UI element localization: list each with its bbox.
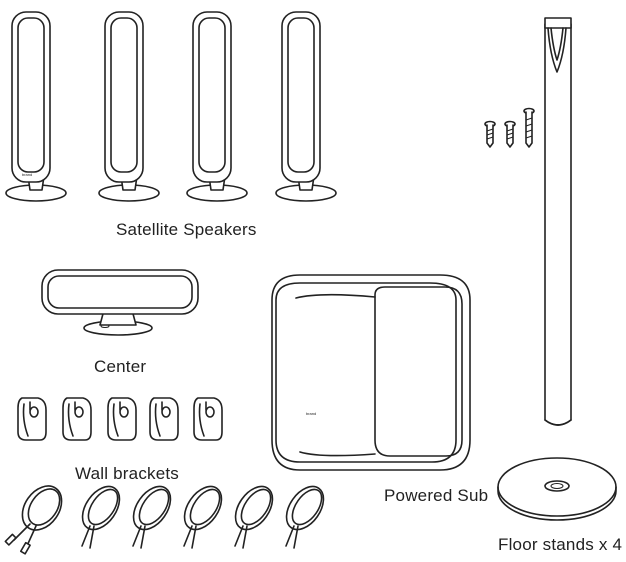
- wall-bracket-3: [107, 397, 137, 441]
- wall-bracket-1: [17, 397, 47, 441]
- speaker-wire-5: [285, 485, 325, 549]
- powered-sub-label: Powered Sub: [384, 486, 489, 505]
- wall-bracket-5: [193, 397, 223, 441]
- wall-bracket-4: [149, 397, 179, 441]
- satellite-speakers-label: Satellite Speakers: [116, 220, 257, 239]
- floor-stands-label: Floor stands x 4: [498, 535, 623, 554]
- satellite-speaker-3: [186, 11, 248, 202]
- speaker-wire-4: [234, 485, 274, 549]
- svg-text:brand: brand: [22, 172, 32, 177]
- mounting-screws: [484, 107, 535, 148]
- satellite-speaker-2: [98, 11, 160, 202]
- wall-bracket-2: [62, 397, 92, 441]
- center-speaker: [41, 269, 199, 336]
- powered-subwoofer: brand: [271, 274, 471, 471]
- satellite-speaker-4: [275, 11, 337, 202]
- rca-cable: [4, 485, 63, 555]
- speaker-wire-3: [183, 485, 223, 549]
- speaker-wire-1: [81, 485, 121, 549]
- wall-brackets-label: Wall brackets: [75, 464, 179, 483]
- svg-text:brand: brand: [306, 411, 316, 416]
- satellite-speaker-1: brand: [5, 11, 67, 202]
- floor-stand: [497, 17, 617, 521]
- center-label: Center: [94, 357, 147, 376]
- speaker-wire-2: [132, 485, 172, 549]
